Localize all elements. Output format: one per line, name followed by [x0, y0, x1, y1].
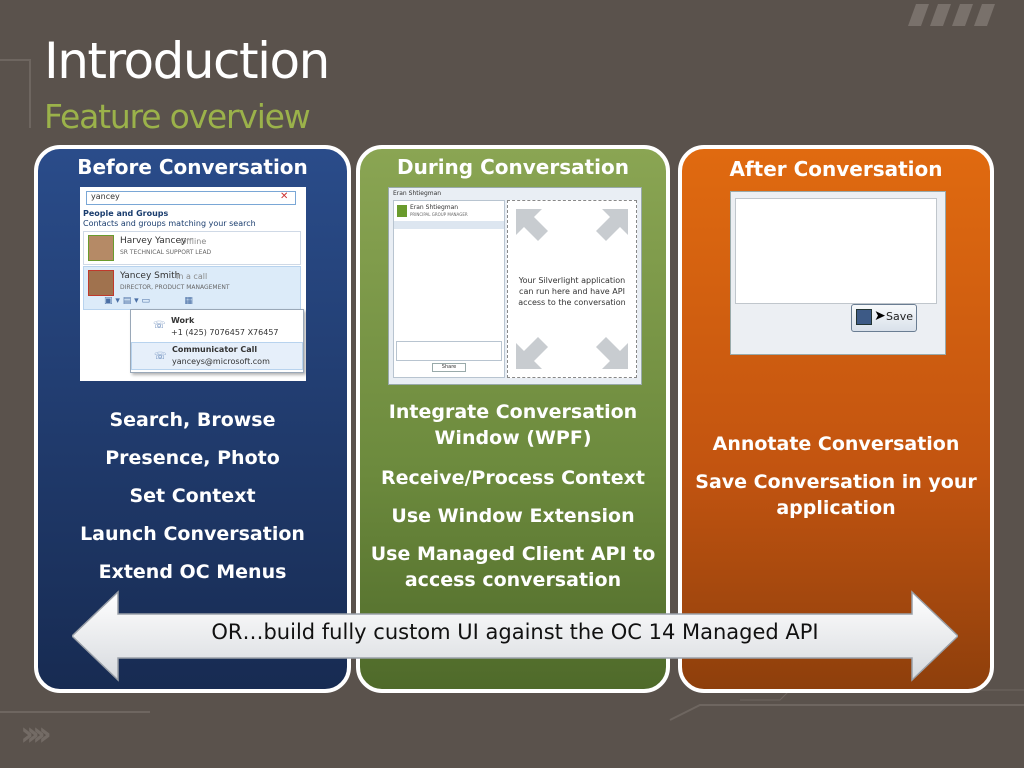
avatar	[88, 235, 114, 261]
contact-status: In a call	[176, 272, 208, 281]
annotation-area	[735, 198, 937, 304]
action-icons: ▣ ▾ ▤ ▾ ▭ ▦	[104, 296, 193, 306]
group-subtitle: Contacts and groups matching your search	[83, 219, 256, 228]
contact-title: PRINCIPAL GROUP MANAGER	[410, 212, 468, 217]
phone-icon: ☏	[153, 320, 166, 331]
avatar	[88, 270, 114, 296]
contact-title: SR TECHNICAL SUPPORT LEAD	[120, 249, 212, 256]
menu-item-label: Communicator Call	[172, 345, 258, 354]
contact-row: Yancey Smith In a call DIRECTOR, PRODUCT…	[83, 266, 301, 310]
share-button: Share	[432, 363, 466, 372]
search-input: yancey	[86, 191, 296, 205]
conversation-pane: Eran Shtiegman PRINCIPAL GROUP MANAGER S…	[393, 200, 505, 378]
feature-item: Presence, Photo	[105, 447, 280, 469]
menu-item-communicator-call: ☏ Communicator Call yanceys@microsoft.co…	[131, 342, 303, 370]
panel-during-conversation: During Conversation Eran Shtiegman Eran …	[356, 145, 670, 693]
feature-item: Annotate Conversation	[712, 433, 960, 455]
conversation-window-screenshot: Eran Shtiegman Eran Shtiegman PRINCIPAL …	[388, 187, 642, 385]
expand-arrows-icon	[516, 209, 628, 369]
menu-item-detail: +1 (425) 7076457 X76457	[171, 328, 279, 337]
toolbar	[394, 221, 504, 229]
message-input	[396, 341, 502, 361]
menu-item-work: ☏ Work +1 (425) 7076457 X76457	[131, 312, 303, 340]
phone-icon: ☏	[154, 351, 167, 362]
clear-search-icon: ✕	[280, 191, 289, 202]
save-screenshot: ➤ Save	[730, 191, 946, 355]
call-menu: ☏ Work +1 (425) 7076457 X76457 ☏ Communi…	[130, 309, 304, 373]
avatar	[397, 205, 407, 217]
window-title: Eran Shtiegman	[393, 190, 442, 197]
contact-title: DIRECTOR, PRODUCT MANAGEMENT	[120, 284, 230, 291]
panel-before-conversation: Before Conversation yancey ✕ People and …	[34, 145, 351, 693]
feature-item: Use Managed Client API to access convers…	[370, 543, 656, 591]
page-title: Introduction	[44, 32, 330, 90]
floppy-disk-icon	[856, 309, 872, 325]
search-screenshot: yancey ✕ People and Groups Contacts and …	[80, 187, 306, 381]
save-button: ➤ Save	[851, 304, 917, 332]
feature-item: Use Window Extension	[391, 505, 635, 527]
contact-name: Eran Shtiegman	[410, 204, 459, 211]
save-label: Save	[886, 310, 914, 323]
menu-item-detail: yanceys@microsoft.com	[172, 357, 270, 366]
contact-name: Yancey Smith	[120, 271, 181, 281]
extension-text: Your Silverlight application can run her…	[518, 276, 626, 307]
panel-heading: After Conversation	[729, 157, 943, 181]
panel-after-conversation: After Conversation ➤ Save Annotate Conve…	[678, 145, 994, 693]
feature-item: Launch Conversation	[80, 523, 305, 545]
group-title: People and Groups	[83, 209, 169, 218]
menu-item-label: Work	[171, 316, 195, 325]
window-extension: Your Silverlight application can run her…	[507, 200, 637, 378]
feature-item: Save Conversation in your application	[695, 471, 977, 519]
cursor-icon: ➤	[874, 308, 886, 324]
feature-item: Set Context	[129, 485, 256, 507]
banner-text: OR…build fully custom UI against the OC …	[211, 620, 819, 644]
panel-heading: During Conversation	[397, 155, 629, 179]
page-subtitle: Feature overview	[44, 97, 311, 136]
chevron-decoration-icon: ››››	[20, 714, 52, 754]
contact-row: Harvey Yancey Offline SR TECHNICAL SUPPO…	[83, 231, 301, 265]
feature-item: Extend OC Menus	[98, 561, 287, 583]
feature-item: Receive/Process Context	[381, 467, 645, 489]
feature-item: Integrate Conversation Window (WPF)	[388, 401, 638, 449]
contact-name: Harvey Yancey	[120, 236, 187, 246]
panel-heading: Before Conversation	[77, 155, 308, 179]
feature-item: Search, Browse	[109, 409, 276, 431]
double-arrow-banner	[72, 590, 958, 682]
contact-status: Offline	[180, 237, 207, 246]
